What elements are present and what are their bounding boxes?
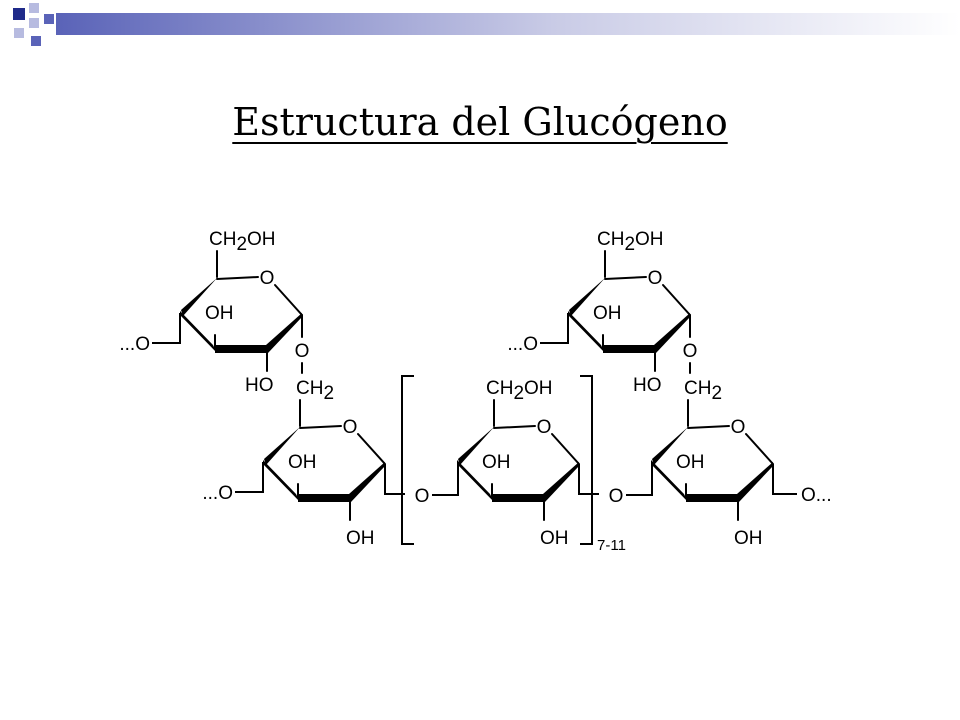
glycosidic-bond [152, 313, 181, 344]
glycosidic-bond [235, 462, 264, 493]
wedge-bond [263, 460, 300, 502]
glycosidic-oxygen-label: O [295, 341, 310, 362]
wedge-bond [737, 462, 773, 502]
bold-bond [603, 345, 655, 353]
hydroxyl-label: OH [734, 528, 763, 549]
ring-bond [357, 433, 386, 465]
header-square [29, 18, 39, 28]
ring-oxygen-label: O [260, 268, 275, 289]
left-end-label: ...O [202, 483, 233, 504]
ch2oh-label: CH2OH [209, 229, 276, 255]
ring-oxygen-label: O [343, 417, 358, 438]
hydroxyl-label: OH [288, 452, 317, 473]
ring-bond [299, 425, 342, 429]
wedge-bond [264, 427, 300, 465]
hydroxyl-label: OH [346, 528, 375, 549]
ring-oxygen-label: O [537, 417, 552, 438]
glycosidic-bond [384, 464, 405, 495]
ch2oh-label: CH2OH [486, 378, 553, 404]
ring-bond [274, 284, 303, 316]
wedge-bond [651, 460, 688, 502]
wedge-bond [543, 462, 579, 502]
header-square [13, 8, 25, 20]
bold-bond [686, 494, 738, 502]
header-square [29, 3, 39, 13]
slide-title: Estructura del Glucógeno [232, 100, 728, 144]
hydroxyl-label: OH [676, 452, 705, 473]
ring-bond [745, 433, 774, 465]
hydroxyl-label: OH [593, 303, 622, 324]
ring-oxygen-label: O [731, 417, 746, 438]
ring-oxygen-label: O [648, 268, 663, 289]
glycosidic-bond [432, 464, 459, 496]
hydroxyl-label: OH [482, 452, 511, 473]
left-end-label: ...O [507, 334, 538, 355]
header-band [56, 13, 960, 35]
ring-bond [493, 425, 536, 429]
glycosidic-oxygen-label: O [609, 486, 624, 507]
header-square [31, 36, 41, 46]
ring-bond [662, 284, 691, 316]
glycosidic-oxygen-label: O [683, 341, 698, 362]
ring-bond [687, 425, 730, 429]
wedge-bond [458, 427, 494, 465]
hydroxyl-label: HO [245, 375, 274, 396]
wedge-bond [652, 427, 688, 465]
bold-bond [492, 494, 544, 502]
hydroxyl-label: OH [540, 528, 569, 549]
glycosidic-bond [772, 464, 797, 495]
wedge-bond [654, 313, 690, 353]
header-square [44, 14, 54, 24]
wedge-bond [180, 311, 217, 353]
glycosidic-bond [540, 313, 569, 344]
wedge-bond [266, 313, 302, 353]
hydroxyl-label: OH [205, 303, 234, 324]
repeat-bracket-right [580, 375, 593, 545]
wedge-bond [181, 278, 217, 316]
ring-bond [216, 276, 259, 280]
header-decoration [13, 3, 960, 46]
wedge-bond [568, 311, 605, 353]
ch2-label: CH2 [296, 378, 334, 404]
glycosidic-bond [626, 464, 653, 496]
glycosidic-oxygen-label: O [415, 486, 430, 507]
ch2-label: CH2 [684, 378, 722, 404]
bold-bond [215, 345, 267, 353]
hydroxyl-label: HO [633, 375, 662, 396]
ring-bond [604, 276, 647, 280]
repeat-bracket-left [401, 375, 414, 545]
right-end-label: O... [801, 485, 832, 506]
wedge-bond [457, 460, 494, 502]
left-end-label: ...O [119, 334, 150, 355]
header-square [14, 28, 24, 38]
ring-bond [551, 433, 580, 465]
wedge-bond [569, 278, 605, 316]
glycosidic-bond [578, 464, 599, 495]
bold-bond [298, 494, 350, 502]
repeat-count-label: 7-11 [597, 537, 626, 554]
ch2oh-label: CH2OH [597, 229, 664, 255]
wedge-bond [349, 462, 385, 502]
